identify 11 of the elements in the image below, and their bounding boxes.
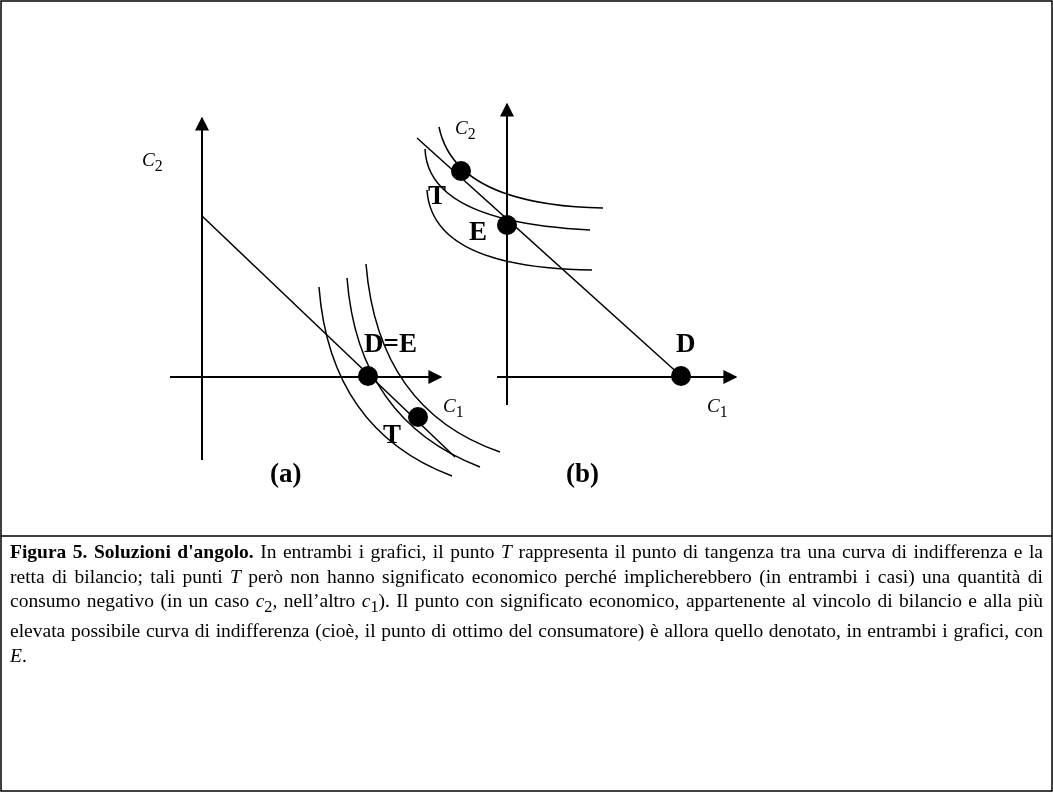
axis-label: C$_{2}$ (455, 118, 476, 142)
point-label: T (428, 182, 446, 209)
point-label: T (383, 421, 401, 448)
axis-label: C$_{1}$ (443, 396, 464, 420)
figure-caption: Figura 5. Soluzioni d'angolo. In entrambi i grafici, il punto T rappresenta il punto di tangenza tra una curva di indifferenza e la retta di bilancio; tali punti T però non hanno significato economico perché implicherebbero (in entrambi i casi) una quantità di consumo negativo (in un caso c$_{2}$, nell’altro c$_{1}$). Il punto con significato economico, appartenente al vincolo di bilancio e alla più elevata possibile curva di indifferenza (cioè, il punto di ottimo del consumatore) è allora quello denotato, in entrambi i grafici, con E. (10, 540, 1043, 668)
panel-label: (a) (270, 460, 302, 487)
axis-label: C$_{1}$ (707, 396, 728, 420)
point-label: E (469, 218, 487, 245)
axis-label: C$_{2}$ (142, 150, 163, 174)
panel-label: (b) (566, 460, 599, 487)
point-label: D (676, 330, 696, 357)
